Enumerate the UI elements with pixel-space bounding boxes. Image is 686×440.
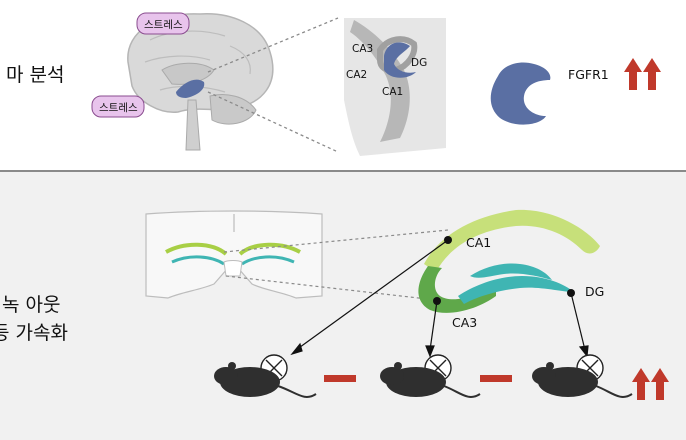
stress-tag-2: 스트레스 [99, 102, 138, 114]
fgfr1-up-arrows [624, 58, 661, 90]
knockout-arrows [290, 239, 589, 358]
inset-dentate-gyrus [384, 42, 416, 78]
inset-label-ca1: CA1 [382, 86, 404, 98]
top-left-label: 마 분석 [6, 64, 65, 86]
region-ca1 [424, 209, 600, 272]
hippocampus-zoom-shape [490, 62, 551, 125]
hippocampus-inset [344, 18, 446, 156]
mouse-1 [214, 362, 317, 398]
no-change-dash-1 [324, 375, 356, 382]
region-label-dg: DG [585, 284, 605, 299]
coronal-section [145, 210, 323, 299]
region-label-ca3: CA3 [452, 315, 478, 330]
region-label-ca1: CA1 [466, 235, 492, 250]
inset-label-ca3: CA3 [352, 43, 374, 55]
top-illustration [91, 12, 661, 156]
inset-label-ca2: CA2 [346, 69, 368, 81]
bottom-panel: 녹 아웃 등 가속화 CA1 CA3 DG [0, 172, 686, 440]
no-change-dash-2 [480, 375, 512, 382]
bottom-left-line-1: 녹 아웃 [2, 294, 61, 316]
bottom-left-line-2: 등 가속화 [0, 322, 68, 344]
section-divider [0, 170, 686, 172]
stress-tag-2-bg [91, 95, 145, 118]
top-panel: 마 분석 스트레스 스트레스 CA3 CA2 DG CA1 FGFR1 [0, 0, 686, 170]
stress-tag-1-bg [136, 12, 190, 35]
region-dg [458, 263, 574, 304]
brain-hippocampus [176, 79, 205, 98]
brain-illustration [127, 13, 274, 151]
mouse-3 [532, 362, 633, 398]
stress-tag-1: 스트레스 [144, 19, 183, 31]
gene-label: FGFR1 [568, 67, 609, 82]
accelerated-up-arrows [632, 368, 669, 400]
bottom-illustration [145, 209, 669, 400]
inset-label-dg: DG [411, 57, 428, 69]
mouse-2 [380, 362, 481, 398]
